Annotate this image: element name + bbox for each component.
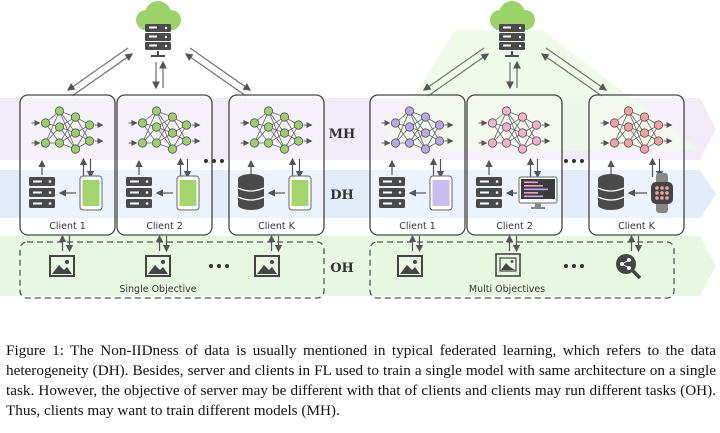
server-rack-icon [499,24,525,57]
client-label: Client 2 [146,221,183,232]
client-box: Client K [228,94,325,236]
database-icon [597,174,625,210]
smartwatch-icon [651,173,673,213]
updown-arrows [79,157,95,179]
client-box: Client K [588,94,685,236]
client-box: Client 2 [116,94,213,236]
multi-objectives-label: Multi Objectives [469,284,545,295]
updown-arrows [288,157,304,179]
figure-caption: Figure 1: The Non-IIDness of data is usu… [6,341,716,421]
storage-rack-icon [476,177,502,208]
ellipsis [204,159,584,268]
image-icon [254,255,280,277]
server-icon [136,1,181,57]
client-boxes: Client 1 Client 2 Client K Client 1 Client 2… [19,94,685,253]
storage-rack-icon [379,177,405,208]
image-icon [397,255,423,277]
caption-label: Figure 1: [6,342,64,359]
client-label: Client K [258,221,296,232]
phone-icon [288,175,312,211]
updown-arrows [176,157,192,179]
server-client-arrows-right [422,47,608,97]
objective-box-right [369,241,675,299]
monitor-icon [518,176,558,209]
server-icon [490,1,535,57]
client-label: Client K [618,221,656,232]
client-label: Client 2 [496,221,533,232]
updown-arrows [429,157,445,179]
phone-icon [176,175,200,211]
oh-band [0,236,716,296]
neural-network-icon [128,106,201,154]
updown-arrows [408,234,424,253]
image-gallery-icon [495,253,521,277]
phone-icon [79,175,103,211]
mh-label: MH [329,127,356,142]
network-search-icon [616,254,642,280]
updown-arrows [627,234,643,253]
neural-network-icon [31,106,104,154]
neural-network-icon [240,106,313,154]
client-box: Client 2 [466,94,563,236]
single-objective-label: Single Objective [119,284,196,295]
database-icon [237,174,265,210]
server-client-arrows-left [66,47,252,97]
image-icon [49,255,75,277]
client-label: Client 1 [49,221,86,232]
dh-label: DH [330,188,354,203]
image-icon [145,255,171,277]
right-server-glow [380,30,700,150]
updown-arrows [505,234,521,253]
neural-network-icon [600,106,673,154]
updown-arrows [526,157,542,179]
updown-arrows [155,234,171,253]
oh-label: OH [330,261,354,276]
objective-icons [49,253,642,280]
storage-rack-icon [29,177,55,208]
client-label: Client 1 [399,221,436,232]
caption-text: The Non-IIDness of data is usually menti… [6,342,717,419]
neural-network-icon [381,106,454,154]
storage-rack-icon [126,177,152,208]
updown-arrows [267,234,283,253]
updown-arrows [58,234,74,253]
client-box: Client 1 [19,94,116,236]
objective-box-left [19,241,325,299]
client-box: Client 1 [369,94,466,236]
server-rack-icon [145,24,171,57]
federated-learning-figure: Client 1 Client 2 Client K Client 1 Client 2… [0,1,716,299]
phone-icon [429,175,453,211]
neural-network-icon [478,106,551,154]
